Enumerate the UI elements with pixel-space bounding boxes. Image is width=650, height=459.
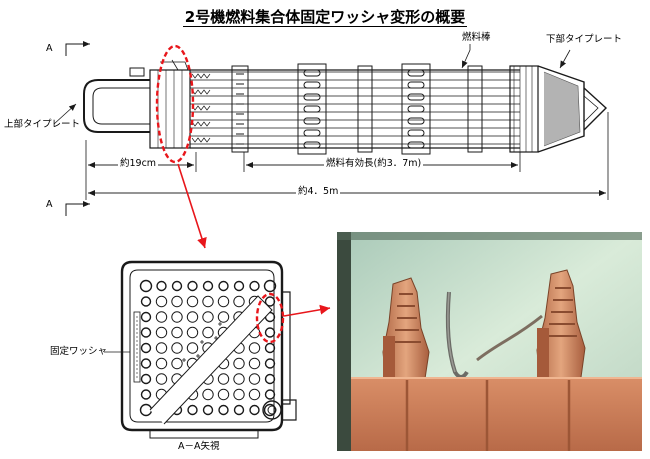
section-label-a-bottom: A bbox=[46, 199, 53, 210]
tie-plate-hole bbox=[264, 358, 276, 369]
tie-plate-hole bbox=[155, 311, 168, 323]
tie-plate-hole bbox=[140, 327, 152, 338]
section-mark-top bbox=[65, 41, 90, 56]
fuel-rod-label: 燃料棒 bbox=[462, 32, 491, 43]
pointer-arrow-to-photo bbox=[283, 304, 331, 317]
tie-plate-hole bbox=[186, 295, 199, 308]
washer-deformation-photo bbox=[337, 232, 642, 451]
tie-plate-hole bbox=[264, 342, 276, 354]
upper-tie-plate-block bbox=[149, 69, 191, 149]
tie-plate-hole bbox=[248, 342, 261, 354]
tie-plate-hole bbox=[233, 295, 245, 308]
tie-plate-hole bbox=[139, 279, 153, 293]
tie-plate-hole bbox=[264, 389, 276, 400]
tie-plate-hole bbox=[233, 404, 245, 416]
fuel-rod-bundle bbox=[190, 69, 520, 149]
lower-tie-plate bbox=[509, 65, 608, 153]
tie-plate-hole bbox=[140, 342, 152, 354]
tie-plate-hole bbox=[248, 388, 261, 401]
dimension-lines bbox=[85, 112, 609, 200]
tie-plate-hole bbox=[140, 311, 152, 323]
tie-plate-hole bbox=[140, 358, 152, 369]
diagram-title: 2号機燃料集合体固定ワッシャ変形の概要 bbox=[182, 8, 468, 27]
dim-19cm-label: 約19cm bbox=[118, 158, 159, 169]
tie-plate-hole bbox=[233, 373, 245, 385]
spacer-3 bbox=[401, 63, 431, 155]
tie-plate-hole bbox=[171, 311, 183, 323]
lower-tie-plate-label: 下部タイプレート bbox=[546, 34, 623, 45]
tie-plate-hole bbox=[217, 311, 230, 323]
tie-plate-hole bbox=[217, 295, 230, 308]
tie-plate-hole bbox=[186, 311, 199, 323]
tie-plate-hole bbox=[140, 296, 152, 307]
section-mark-bottom bbox=[65, 201, 90, 216]
tie-plate-hole bbox=[202, 326, 214, 339]
tie-plate-hole bbox=[249, 404, 260, 416]
tie-plate-hole bbox=[218, 280, 229, 292]
tie-plate-hole bbox=[248, 357, 261, 370]
tie-plate-hole bbox=[264, 327, 276, 338]
dim-effective-length-label: 燃料有効長(約3．7m) bbox=[324, 158, 424, 169]
fixing-washer-highlight bbox=[255, 292, 285, 344]
tie-plate-hole bbox=[140, 389, 152, 400]
view-aa-label: A－A矢視 bbox=[178, 441, 220, 452]
corner-bolt bbox=[262, 399, 297, 421]
tie-plate-hole bbox=[202, 404, 214, 416]
tie-plate-hole bbox=[155, 326, 168, 339]
dim-total-length-label: 約4．5m bbox=[296, 186, 341, 197]
tie-plate-hole bbox=[187, 404, 198, 416]
spacer-4 bbox=[357, 65, 483, 153]
tie-plate-hole bbox=[155, 295, 168, 308]
spacer-1 bbox=[231, 65, 249, 153]
tie-plate-hole bbox=[202, 388, 214, 401]
tie-plate-hole bbox=[155, 373, 168, 385]
tie-plate-hole bbox=[202, 295, 214, 308]
tie-plate-hole bbox=[156, 280, 167, 292]
tie-plate-hole bbox=[249, 280, 260, 292]
tie-plate-hole bbox=[202, 311, 214, 323]
tie-plate-hole bbox=[233, 280, 245, 292]
tie-plate-hole bbox=[248, 373, 261, 385]
tie-plate-hole bbox=[186, 326, 199, 339]
section-label-a-top: A bbox=[46, 43, 53, 54]
tie-plate-hole bbox=[139, 403, 153, 417]
tie-plate-hole bbox=[217, 373, 230, 385]
tie-plate-hole bbox=[264, 296, 276, 307]
fixing-washer-label: 固定ワッシャ bbox=[50, 346, 108, 357]
pointer-arrow-to-view bbox=[177, 163, 207, 249]
upper-tie-plate-label: 上部タイプレート bbox=[4, 119, 81, 130]
tie-plate-hole bbox=[233, 388, 245, 401]
tie-plate-hole bbox=[171, 280, 183, 292]
tie-plate-hole bbox=[264, 373, 276, 385]
tie-plate-hole bbox=[233, 357, 245, 370]
water-rod-band bbox=[149, 295, 273, 425]
tie-plate-hole bbox=[140, 373, 152, 385]
tie-plate-hole bbox=[187, 280, 198, 292]
tie-plate-hole bbox=[155, 342, 168, 354]
tie-plate-hole bbox=[217, 388, 230, 401]
leader-lines bbox=[53, 44, 571, 125]
tie-plate-hole bbox=[171, 342, 183, 354]
tie-plate-hole bbox=[171, 326, 183, 339]
tie-plate-hole bbox=[263, 279, 277, 293]
tie-plate-hole bbox=[171, 295, 183, 308]
spacer-2 bbox=[297, 63, 327, 155]
tie-plate-hole bbox=[171, 357, 183, 370]
tie-plate-hole bbox=[218, 404, 229, 416]
upper-handle bbox=[83, 79, 150, 133]
upper-tie-plate-highlight bbox=[155, 44, 195, 164]
tie-plate-hole bbox=[155, 357, 168, 370]
tie-plate-hole bbox=[202, 280, 214, 292]
fuel-assembly-side-view bbox=[83, 59, 608, 155]
tie-plate-hole bbox=[186, 342, 199, 354]
